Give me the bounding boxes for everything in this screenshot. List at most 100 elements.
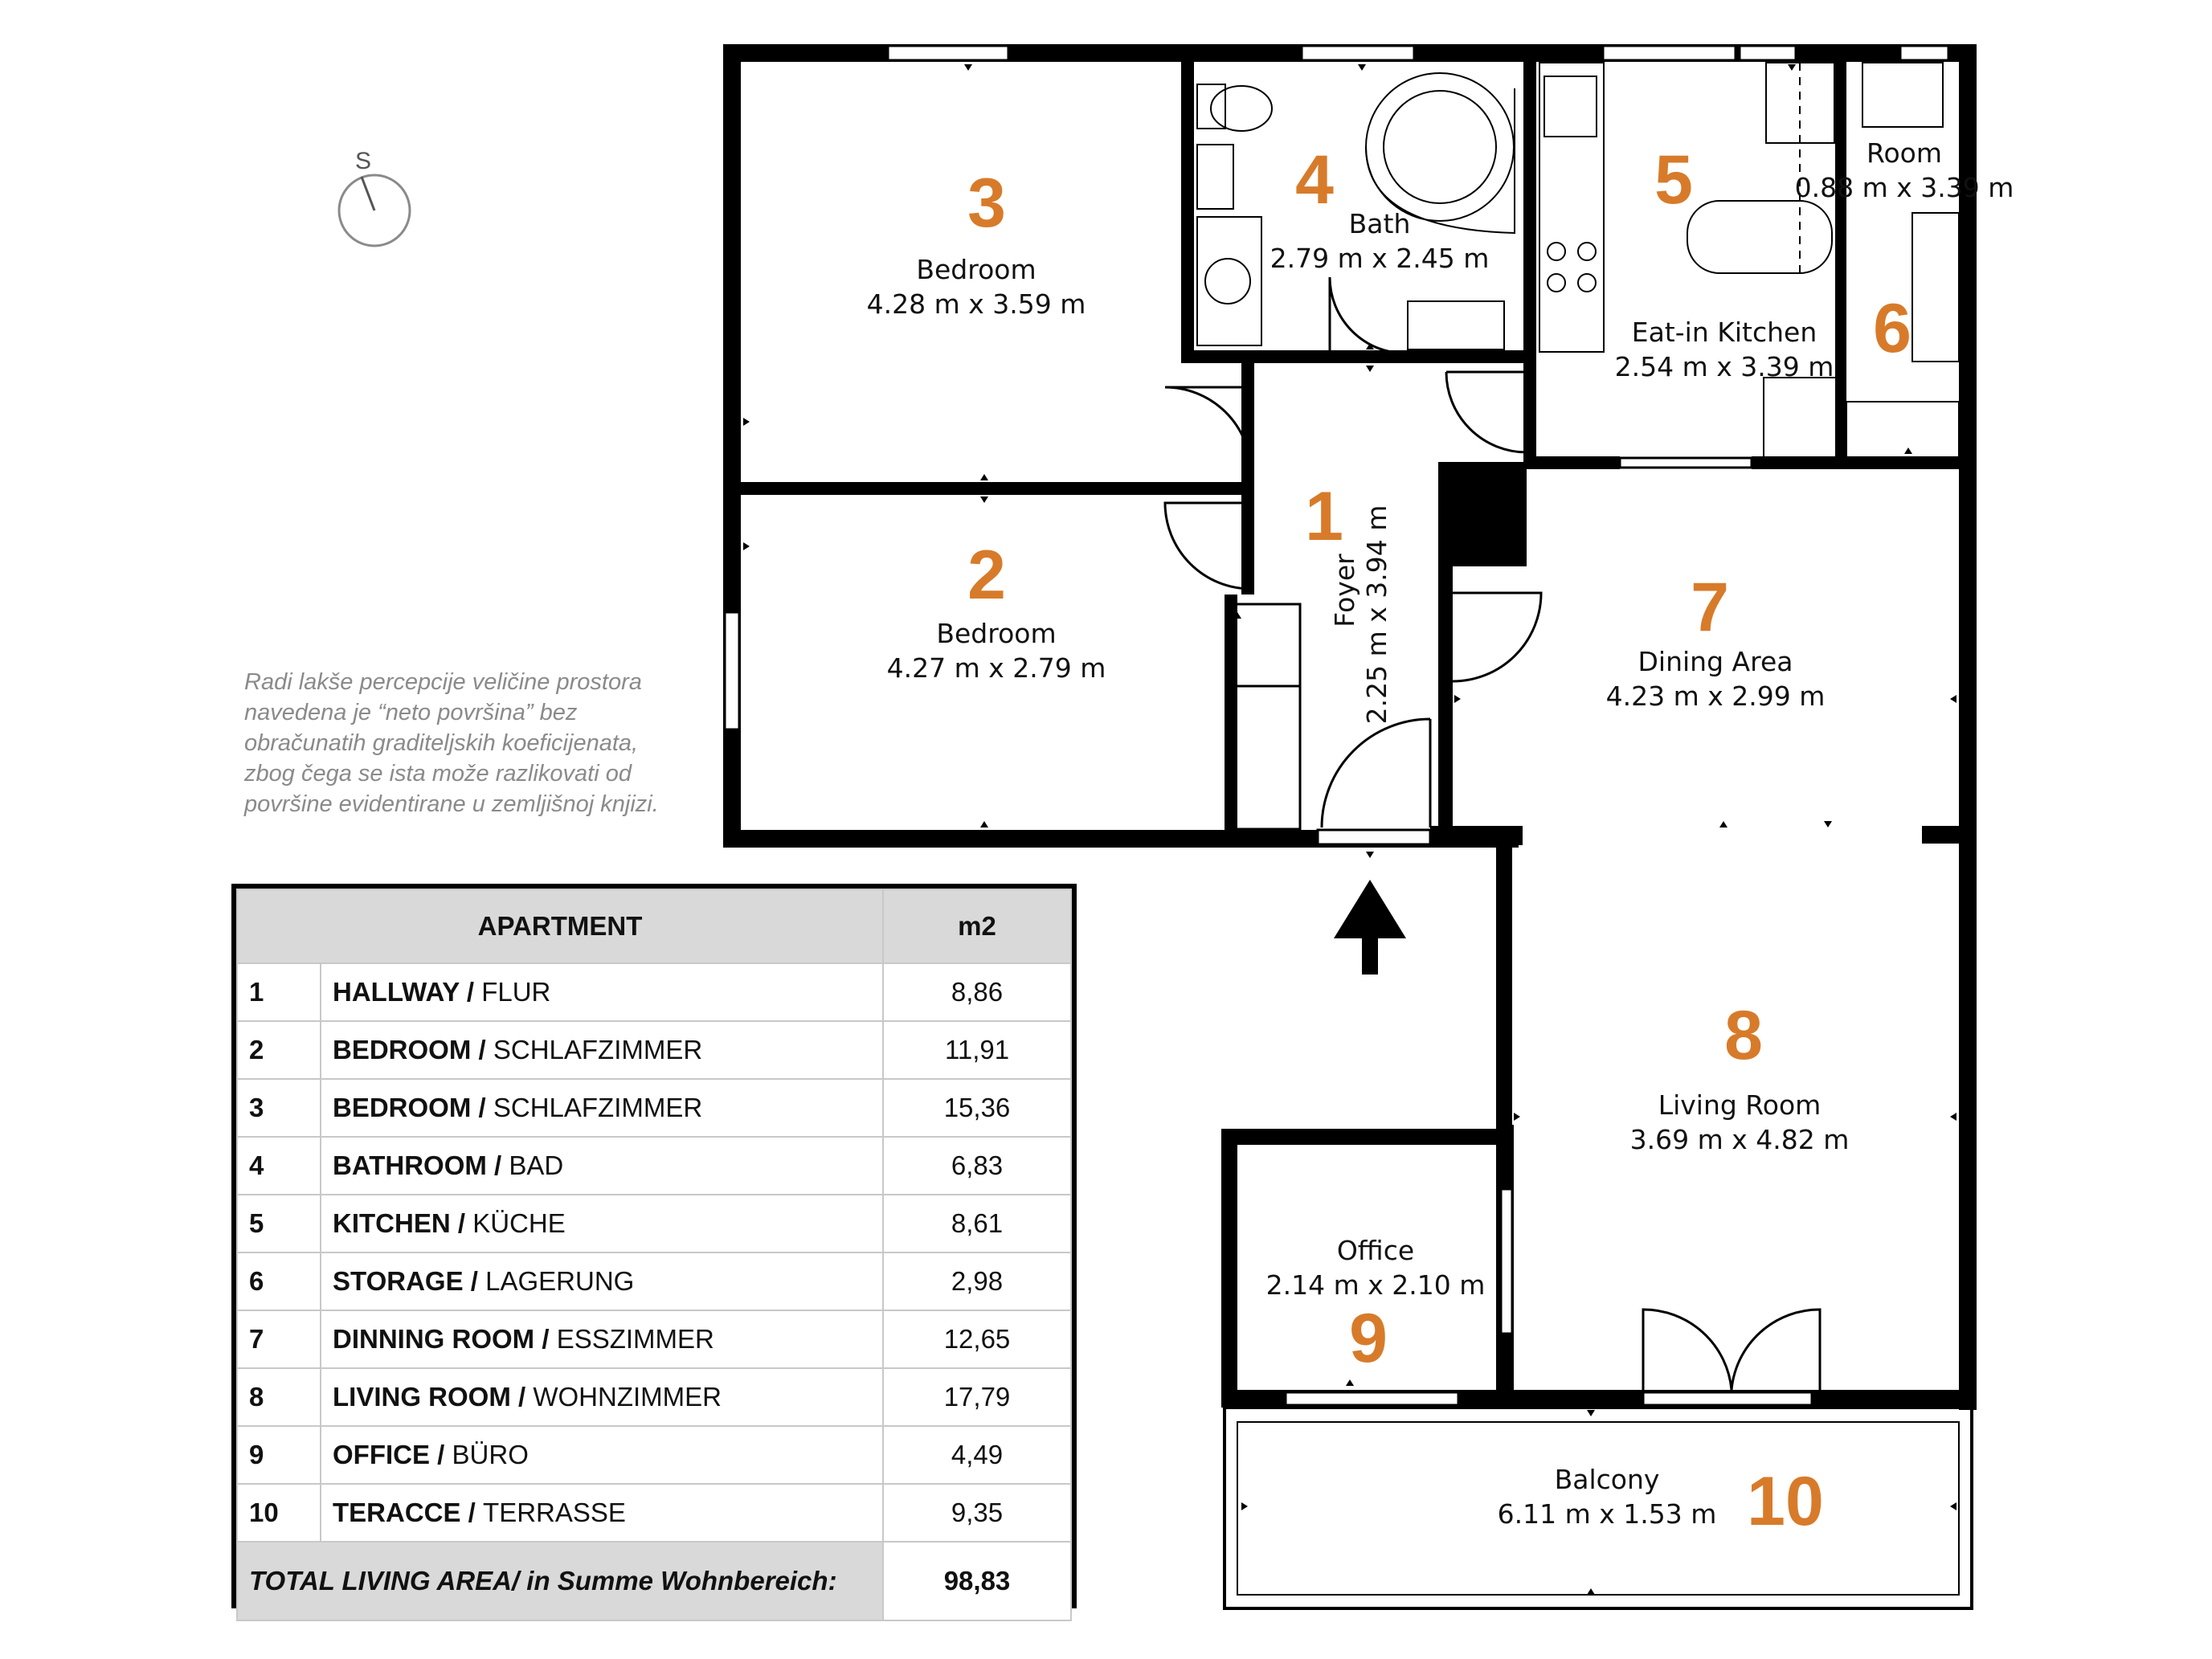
room-10-dims: 6.11 m x 1.53 m (1498, 1498, 1717, 1530)
room-9-number: 9 (1349, 1300, 1388, 1377)
row-name-en: BEDROOM (333, 1035, 472, 1064)
room-7-dims: 4.23 m x 2.99 m (1606, 680, 1826, 712)
room-9-name: Office (1337, 1235, 1414, 1266)
row-name-en: BEDROOM (333, 1093, 472, 1122)
room-5-number: 5 (1654, 141, 1693, 219)
row-name-de: LAGERUNG (485, 1266, 635, 1296)
row-name-separator: / (459, 977, 482, 1007)
row-number: 2 (236, 1020, 321, 1080)
row-name-de: BAD (509, 1150, 564, 1180)
area-note: Radi lakše percepcije veličine prostora … (244, 669, 659, 817)
row-number: 7 (236, 1310, 321, 1369)
row-room-name: TERACCE / TERRASSE (319, 1483, 885, 1543)
row-area: 15,36 (882, 1078, 1072, 1138)
room-8-name: Living Room (1658, 1089, 1822, 1121)
room-8-number: 8 (1724, 997, 1763, 1074)
row-room-name: BATHROOM / BAD (319, 1136, 885, 1195)
row-room-name: LIVING ROOM / WOHNZIMMER (319, 1367, 885, 1427)
row-name-en: KITCHEN (333, 1208, 451, 1238)
row-area: 2,98 (882, 1252, 1072, 1311)
entrance-arrow-icon (1334, 880, 1406, 975)
room-10-name: Balcony (1555, 1464, 1660, 1495)
compass-icon: S (337, 148, 411, 247)
room-6-number: 6 (1873, 290, 1911, 367)
row-area: 4,49 (882, 1425, 1072, 1485)
row-number: 3 (236, 1078, 321, 1138)
room-8-dims: 3.69 m x 4.82 m (1630, 1124, 1850, 1155)
room-4-number: 4 (1295, 141, 1334, 219)
room-6-name: Room (1867, 137, 1942, 169)
room-3-dims: 4.28 m x 3.59 m (867, 288, 1086, 320)
wall-ticks (743, 64, 1956, 1595)
room-7-name: Dining Area (1638, 646, 1793, 677)
row-name-en: OFFICE (333, 1440, 430, 1469)
doors (1163, 276, 1822, 1391)
room-1-dims: 2.25 m x 3.94 m (1361, 505, 1392, 725)
row-room-name: STORAGE / LAGERUNG (319, 1252, 885, 1311)
row-name-separator: / (510, 1382, 534, 1412)
row-room-name: BEDROOM / SCHLAFZIMMER (319, 1078, 885, 1138)
row-area: 9,35 (882, 1483, 1072, 1543)
row-area: 8,61 (882, 1194, 1072, 1253)
room-7-number: 7 (1691, 569, 1729, 646)
row-name-en: DINNING ROOM (333, 1324, 535, 1354)
room-labels: 1 Foyer 2.25 m x 3.94 m 2 Bedroom 4.27 m… (867, 137, 2014, 1540)
row-name-en: TERACCE (333, 1498, 461, 1527)
row-name-separator: / (430, 1440, 452, 1469)
room-2-dims: 4.27 m x 2.79 m (887, 652, 1106, 684)
row-name-separator: / (486, 1150, 509, 1180)
row-number: 1 (236, 962, 321, 1022)
row-name-de: FLUR (481, 977, 551, 1007)
row-name-de: TERRASSE (483, 1498, 626, 1527)
row-room-name: OFFICE / BÜRO (319, 1425, 885, 1485)
room-6-dims: 0.88 m x 3.39 m (1795, 172, 2014, 203)
room-3-number: 3 (967, 165, 1006, 242)
table-header-name: APARTMENT (235, 889, 885, 964)
row-area: 6,83 (882, 1136, 1072, 1195)
row-number: 6 (236, 1252, 321, 1311)
room-1-name: Foyer (1329, 554, 1360, 627)
row-name-de: KÜCHE (472, 1208, 566, 1238)
row-name-separator: / (450, 1208, 473, 1238)
total-value: 98,83 (882, 1541, 1072, 1621)
row-room-name: KITCHEN / KÜCHE (319, 1194, 885, 1253)
row-area: 12,65 (882, 1310, 1072, 1369)
fixtures (1196, 62, 1960, 459)
room-2-name: Bedroom (936, 618, 1056, 649)
row-name-en: HALLWAY (333, 977, 460, 1007)
row-name-de: WOHNZIMMER (533, 1382, 722, 1412)
compass-label: S (355, 148, 371, 174)
row-room-name: DINNING ROOM / ESSZIMMER (319, 1310, 885, 1369)
room-4-dims: 2.79 m x 2.45 m (1270, 243, 1490, 274)
row-name-de: ESSZIMMER (556, 1324, 714, 1354)
total-label: TOTAL LIVING AREA/ in Summe Wohnbereich: (235, 1541, 885, 1621)
row-name-de: SCHLAFZIMMER (493, 1035, 703, 1064)
room-10-number: 10 (1747, 1463, 1824, 1540)
row-name-en: LIVING ROOM (333, 1382, 511, 1412)
room-3-name: Bedroom (916, 254, 1036, 285)
table-row: 2 BEDROOM / SCHLAFZIMMER 11,91 (236, 1020, 1072, 1080)
row-name-de: SCHLAFZIMMER (493, 1093, 703, 1122)
row-number: 4 (236, 1136, 321, 1195)
row-name-separator: / (460, 1498, 484, 1527)
room-5-name: Eat-in Kitchen (1632, 317, 1817, 348)
row-name-en: BATHROOM (333, 1150, 487, 1180)
room-1-number: 1 (1305, 478, 1343, 555)
row-name-separator: / (471, 1035, 493, 1064)
row-number: 10 (236, 1483, 321, 1543)
row-area: 17,79 (882, 1367, 1072, 1427)
row-name-separator: / (463, 1266, 486, 1296)
row-number: 5 (236, 1194, 321, 1253)
row-area: 11,91 (882, 1020, 1072, 1080)
table-header-unit: m2 (882, 889, 1072, 964)
